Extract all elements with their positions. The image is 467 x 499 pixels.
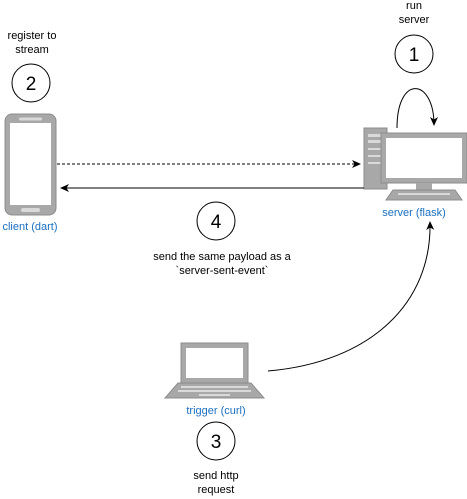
smartphone-icon: [4, 113, 57, 216]
client-label: client (dart): [2, 221, 57, 233]
trigger-step-text-line2: request: [198, 484, 235, 496]
server-step-text-line2: server: [399, 14, 430, 26]
server-step-text-line1: run: [406, 0, 422, 12]
step-3-number: 3: [211, 432, 222, 453]
laptop-icon: [163, 342, 266, 399]
trigger-step-text-line1: send http: [193, 470, 238, 482]
step-3-circle: [196, 421, 236, 461]
client-step-text-line1: register to: [8, 30, 57, 42]
step-2-number: 2: [26, 74, 37, 95]
step-1-number: 1: [409, 45, 420, 66]
client-step-text-line2: stream: [15, 44, 49, 56]
trigger-label: trigger (curl): [186, 405, 245, 417]
step-2-circle: [11, 63, 51, 103]
run-server-loop-arrow: [396, 88, 438, 129]
http-request-arrow: [267, 221, 435, 372]
event-step-text-line2: `server-sent-event`: [176, 265, 269, 277]
server-label: server (flask): [382, 207, 446, 219]
event-step-text-line1: send the same payload as a: [153, 251, 291, 263]
step-4-number: 4: [211, 212, 222, 233]
desktop-computer-icon: [363, 127, 467, 201]
step-1-circle: [394, 34, 434, 74]
step-4-circle: [196, 201, 236, 241]
